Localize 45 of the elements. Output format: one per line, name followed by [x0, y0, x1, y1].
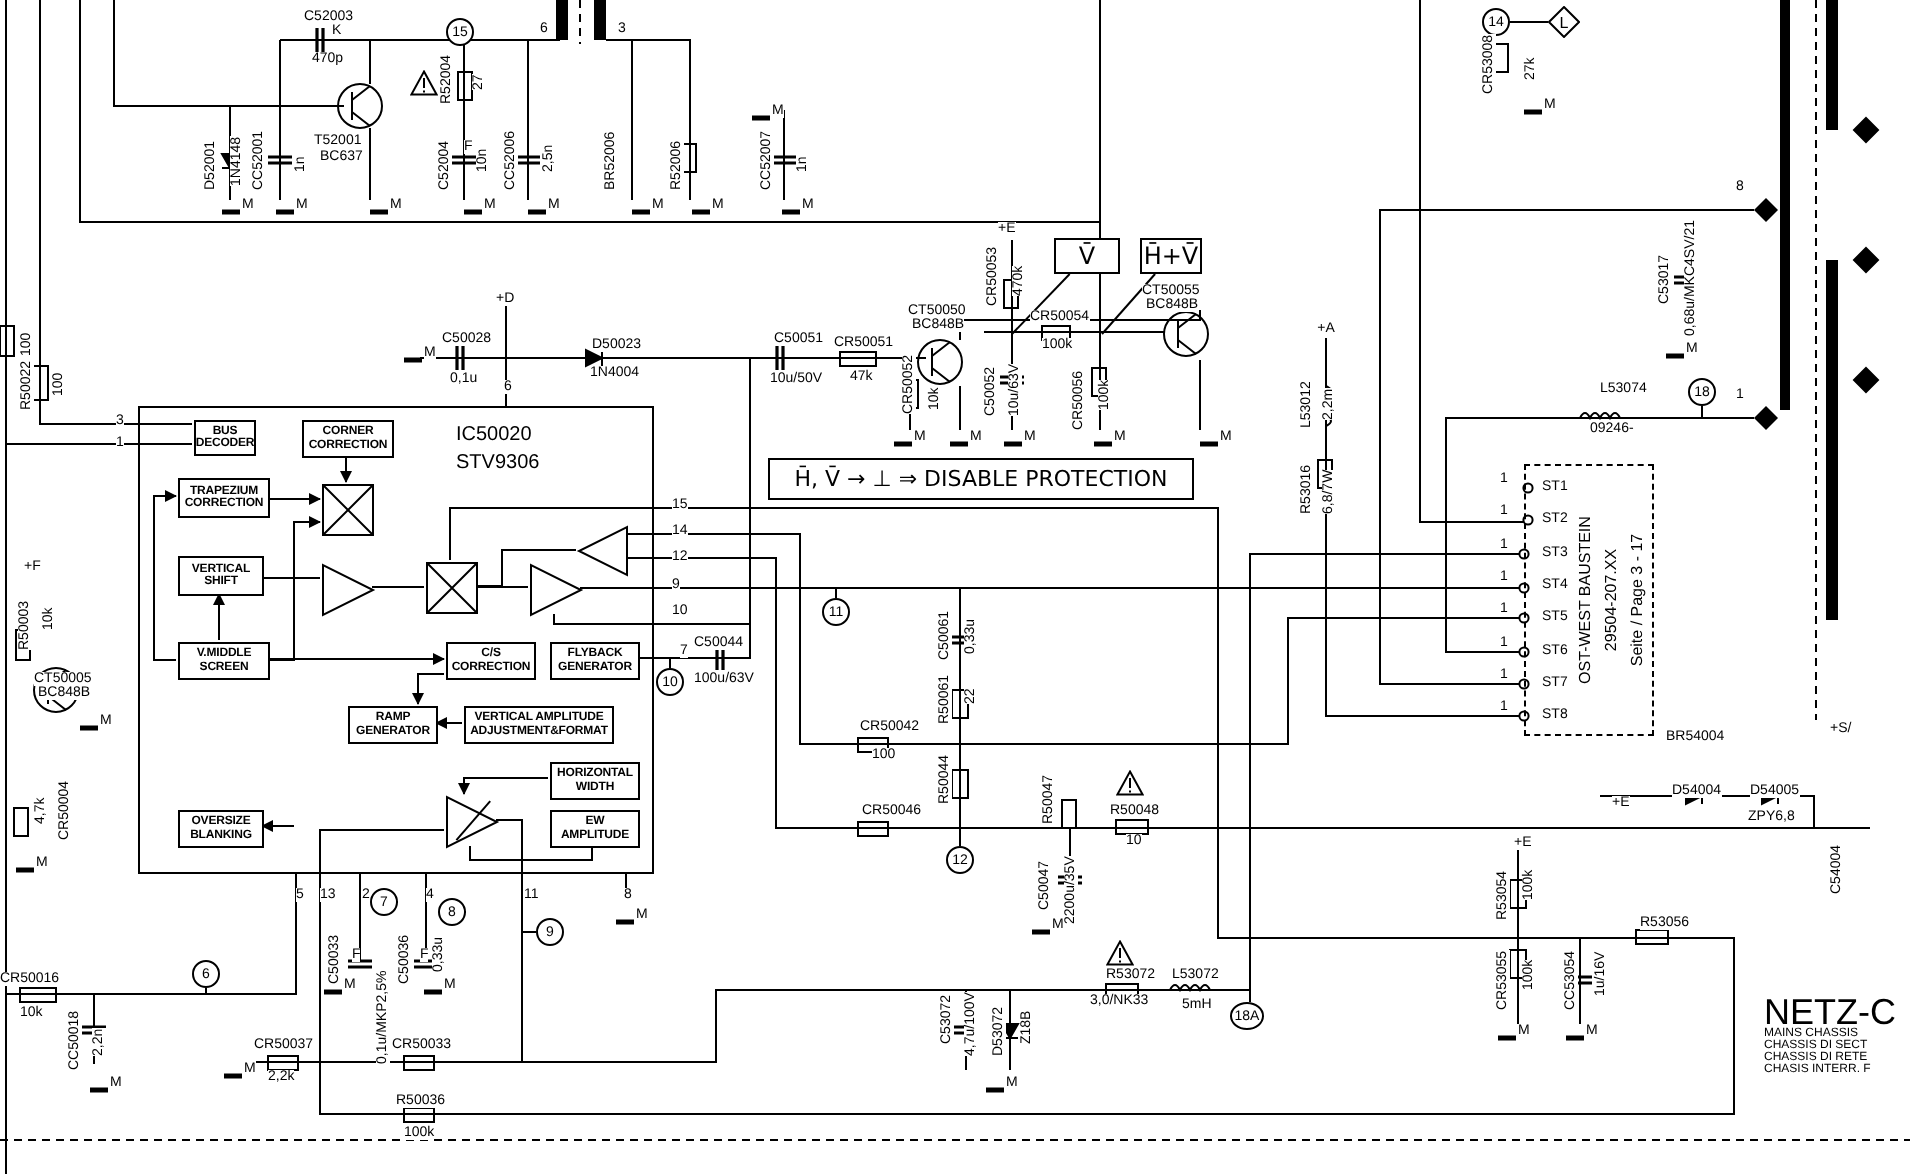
connector-line — [319, 507, 1735, 1115]
connector-line — [475, 586, 529, 588]
leader-line — [1011, 273, 1071, 335]
connector-line — [1379, 209, 1755, 690]
ic-label: IC50020 — [456, 426, 534, 446]
arrow — [213, 593, 225, 641]
ic-outline — [138, 406, 654, 874]
multiplier-symbol — [322, 484, 374, 536]
connector-line — [475, 549, 577, 587]
connector-line — [371, 586, 425, 588]
component-label: NETZ-C — [1764, 994, 1896, 1030]
arrow — [267, 493, 321, 505]
connector-line — [1325, 337, 1530, 722]
connector-line — [637, 657, 671, 669]
arrow — [412, 673, 445, 705]
connector-line — [261, 577, 321, 579]
note-box: V̄ — [1054, 238, 1120, 274]
multiplier-symbol — [426, 562, 478, 614]
connector-label: 29504-207.XX — [1604, 548, 1620, 652]
amplifier-triangle — [530, 564, 582, 616]
connector-label: OST-WEST BAUSTEIN — [1578, 516, 1594, 684]
arrow — [267, 653, 445, 665]
arrow — [340, 455, 352, 483]
amplifier-triangle — [446, 796, 498, 848]
terminal-diamond: L — [1548, 6, 1580, 38]
leader-line — [5, 443, 193, 445]
arrow — [435, 717, 463, 729]
connector-line — [1701, 405, 1755, 419]
note-box: H̄, V̄ → ⊥ ⇒ DISABLE PROTECTION — [768, 458, 1194, 500]
arrow — [153, 490, 177, 661]
leader-line — [39, 0, 193, 425]
connector-line — [1509, 21, 1549, 23]
leader-line — [1101, 273, 1157, 335]
amplifier-triangle — [322, 564, 374, 616]
arrow — [261, 820, 295, 832]
connector-line — [495, 819, 1251, 1063]
connector-label: Seite / Page 3 - 17 — [1630, 533, 1646, 667]
ic-label: STV9306 — [456, 454, 540, 474]
arrow — [458, 777, 549, 795]
amplifier-triangle — [578, 526, 628, 576]
connector-line — [579, 587, 961, 847]
connector-line — [625, 533, 1530, 745]
connector-line — [469, 845, 593, 861]
arrow — [267, 516, 321, 661]
note-box: H̄+V̄ — [1140, 238, 1202, 274]
